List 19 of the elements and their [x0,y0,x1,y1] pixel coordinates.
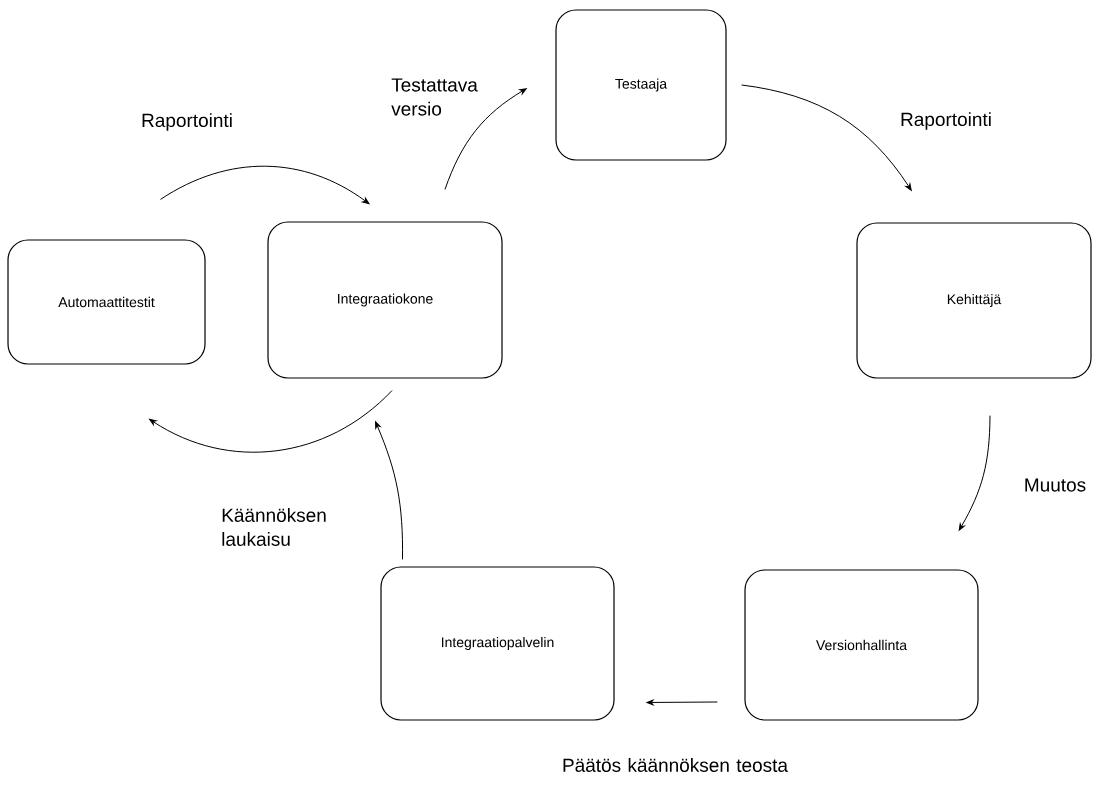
arrow [741,84,912,191]
edge-label: Testattava versio [391,78,478,116]
process-box: Integraatiopalvelin [380,566,615,721]
arrow [646,699,718,706]
arrow [160,165,370,205]
edge-label: Päätös käännöksen teosta [563,758,788,772]
arrow [444,88,527,190]
arrow [958,415,991,531]
process-box: Automaattitestit [7,239,206,365]
edge-label: Muutos [1025,478,1086,492]
process-box: Versionhallinta [744,569,979,721]
edge-label: Käännöksen laukaisu [222,508,326,546]
arrow [149,390,393,453]
process-box: Testaaja [555,9,727,161]
edge-label: Raportointi [142,113,232,131]
process-box: Integraatiokone [267,221,503,379]
arrow [375,421,404,560]
process-box: Kehittäjä [856,222,1092,379]
edge-label: Raportointi [901,112,991,130]
